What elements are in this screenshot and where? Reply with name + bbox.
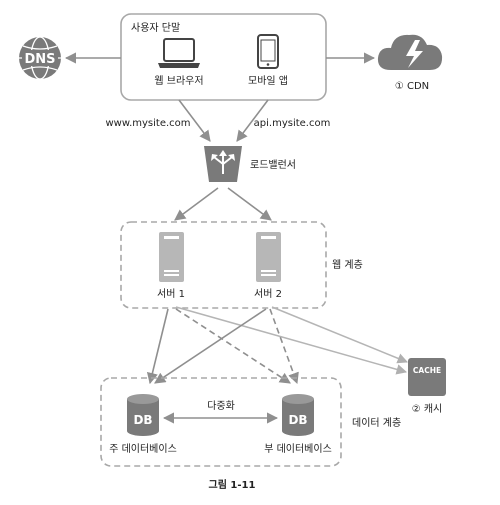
primary-db-label: 주 데이터베이스 (109, 443, 177, 455)
server1-label: 서버 1 (157, 288, 185, 300)
mobile-app-label: 모바일 앱 (248, 75, 288, 87)
cdn-cloud-icon (377, 34, 443, 70)
arrow-lb-to-server2 (227, 187, 272, 221)
web-url-label: www.mysite.com (105, 118, 190, 129)
replica-db-icon-text: DB (288, 413, 307, 427)
arrow-server1-to-replica-db (175, 308, 291, 384)
cache-icon-text: CACHE (413, 366, 441, 375)
arrow-server2-to-cache (271, 306, 408, 364)
arrow-api-to-lb (236, 99, 269, 142)
server2-label: 서버 2 (254, 288, 282, 300)
arrow-server2-to-primary-db (154, 308, 267, 384)
api-url-label: api.mysite.com (254, 118, 331, 129)
laptop-icon (158, 38, 200, 68)
replica-db-label: 부 데이터베이스 (264, 443, 332, 455)
primary-db-icon-text: DB (133, 413, 152, 427)
server2-icon (256, 232, 281, 282)
load-balancer-label: 로드밸런서 (250, 159, 296, 171)
cdn-label: ① CDN (395, 81, 429, 92)
dns-globe-icon: DNS (19, 36, 61, 80)
dns-icon-text: DNS (24, 52, 55, 67)
arrow-server2-to-replica-db (269, 308, 299, 385)
server1-icon (159, 232, 184, 282)
replication-label: 다중화 (207, 400, 235, 412)
figure-caption: 그림 1-11 (209, 479, 256, 491)
arrow-lb-to-server1 (174, 187, 219, 221)
arrow-web-to-lb (178, 99, 211, 142)
data-tier-label: 데이터 계층 (352, 417, 401, 429)
load-balancer-icon (204, 146, 242, 182)
mobile-phone-icon (257, 34, 279, 69)
cache-label: ② 캐시 (412, 403, 443, 415)
replica-db-icon: DB (282, 394, 314, 436)
user-terminal-box (120, 13, 327, 101)
web-tier-box (120, 221, 327, 309)
primary-db-icon: DB (127, 394, 159, 436)
arrow-server1-to-cache (175, 306, 408, 375)
web-tier-label: 웹 계층 (332, 259, 363, 271)
data-tier-box (100, 377, 342, 467)
cache-icon: CACHE (408, 358, 446, 396)
user-terminal-title: 사용자 단말 (131, 22, 180, 34)
web-browser-label: 웹 브라우저 (154, 75, 203, 87)
arrow-server1-to-primary-db (146, 308, 169, 385)
